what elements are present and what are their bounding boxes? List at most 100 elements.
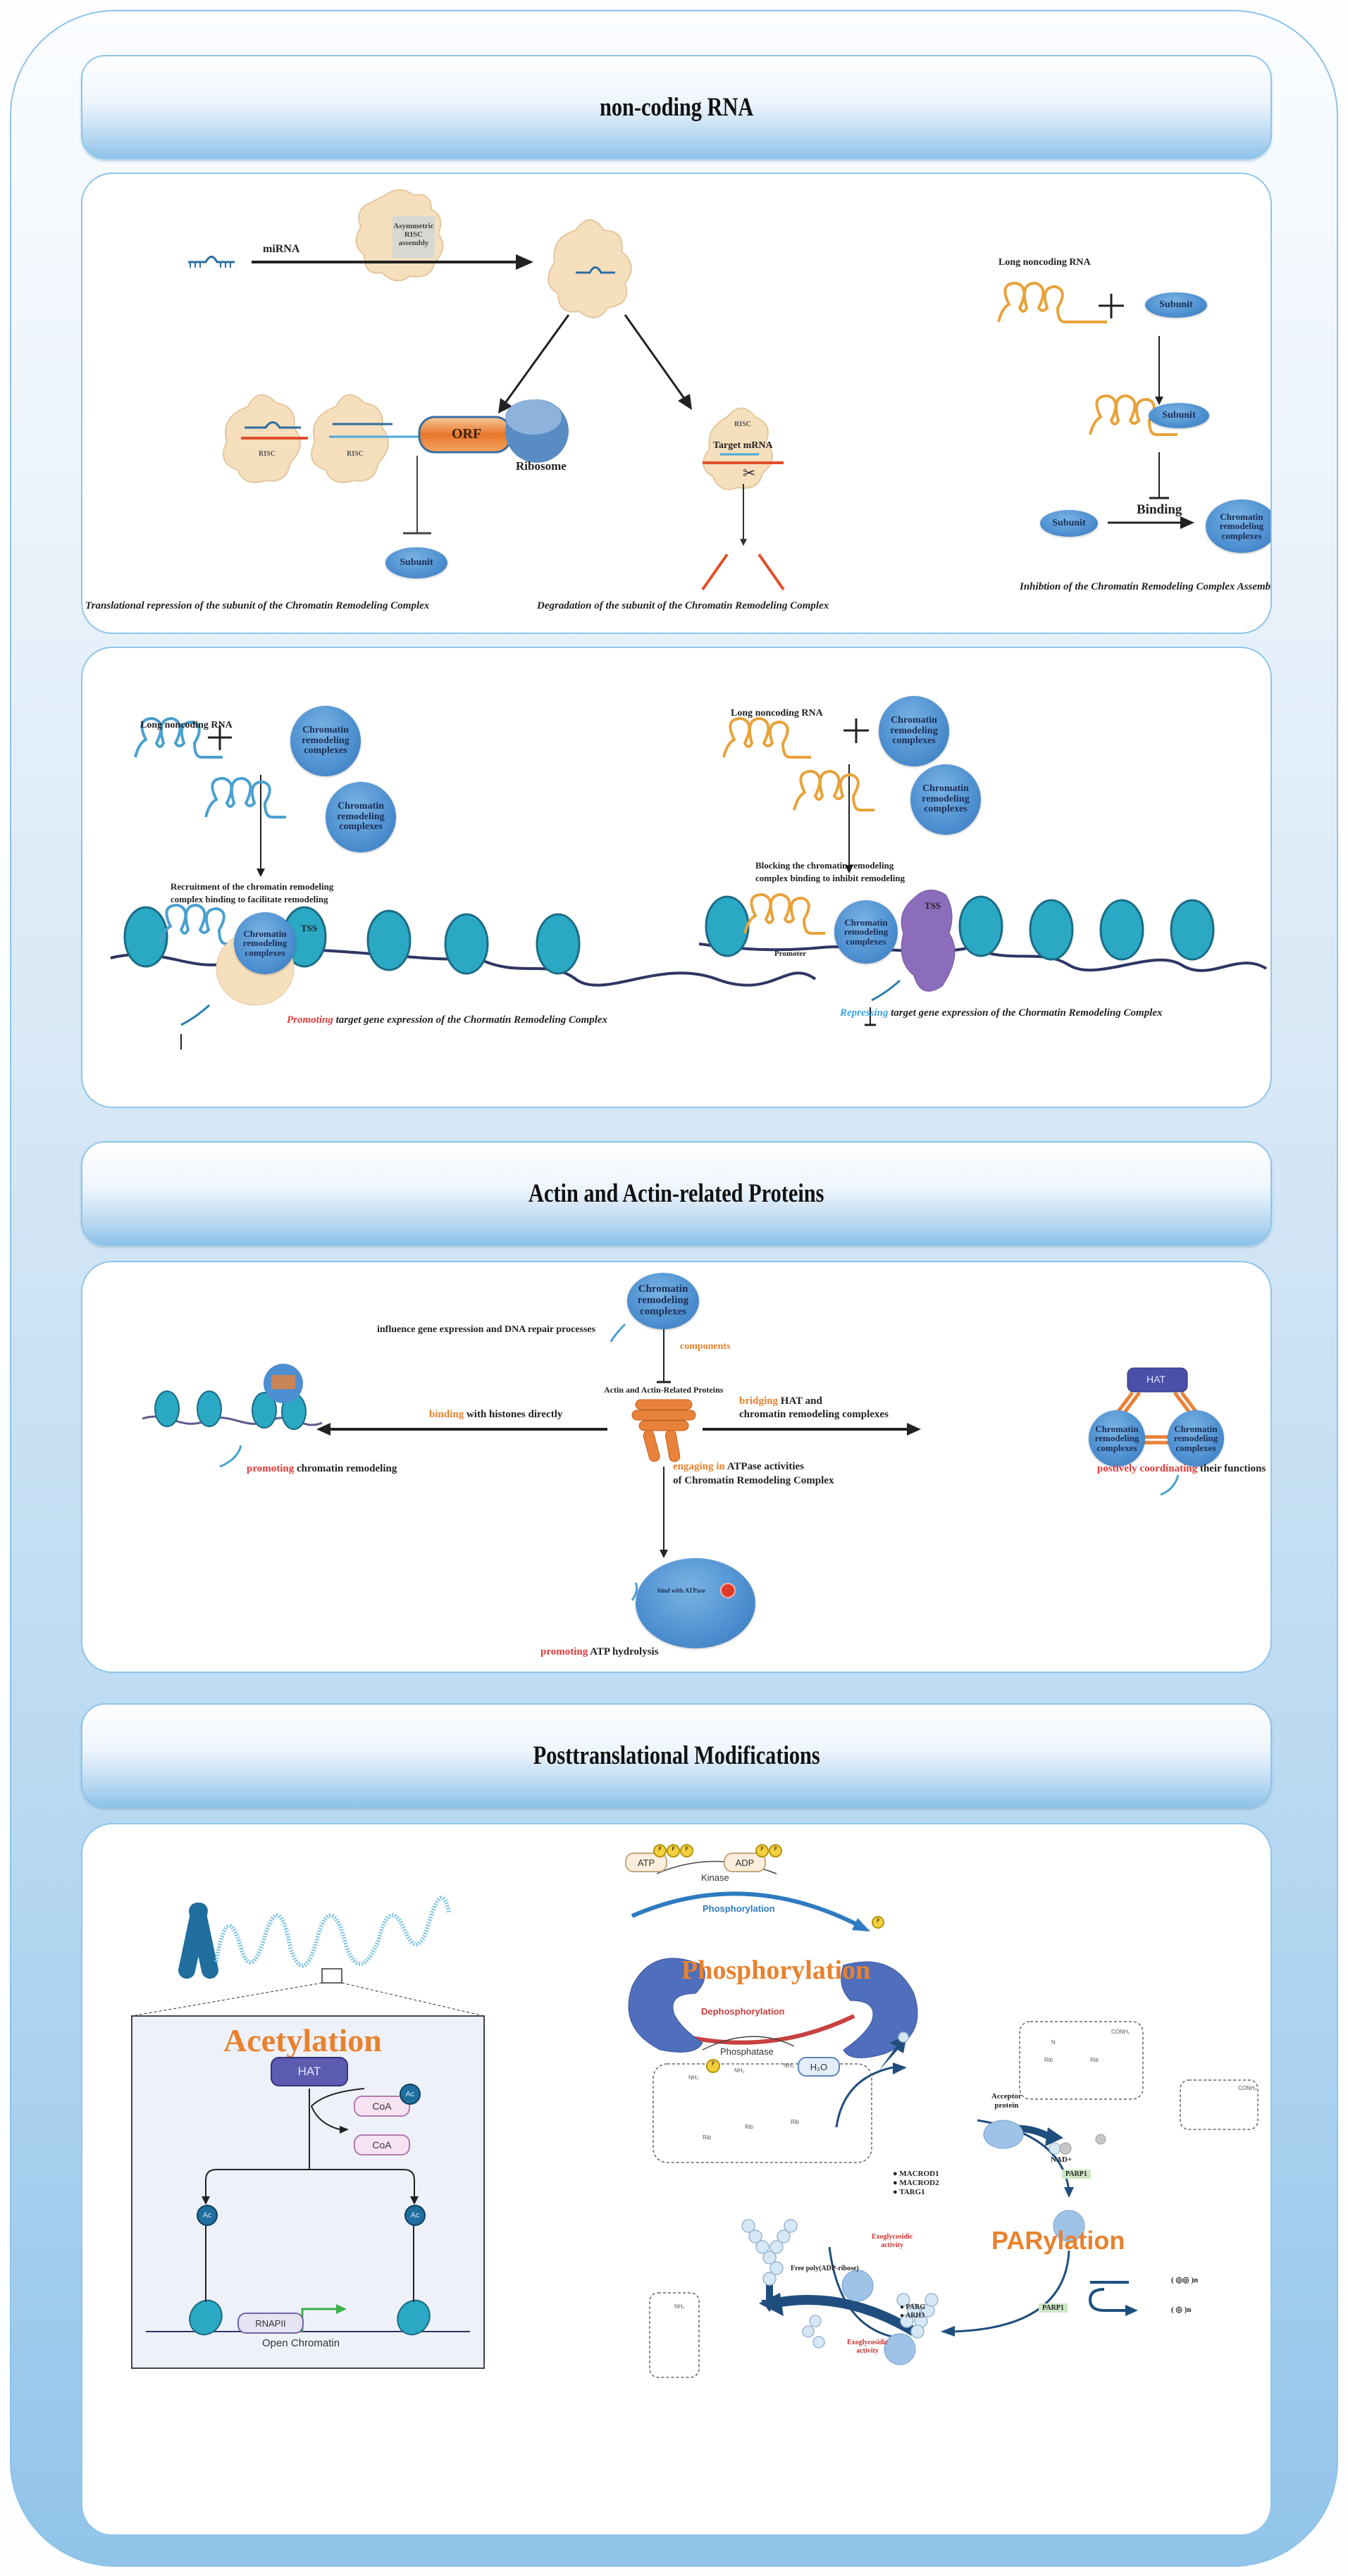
macrod-list: ● MACROD1 ● MACROD2 ● TARG1 <box>893 2170 939 2197</box>
phosphate-icon: P <box>680 1844 693 1858</box>
crc-circle-right: Chromatin remodeling complexes <box>1168 1410 1224 1467</box>
actin-diagram <box>142 1322 1204 1601</box>
dephosphorylation-label: Dephosphorylation <box>701 2006 785 2017</box>
subunit-ellipse: Subunit <box>385 547 447 578</box>
zoom-line-right <box>341 1982 485 2017</box>
ac-label: Ac <box>405 2090 415 2098</box>
engaging-word: engaging in <box>673 1461 725 1472</box>
section-header-actin: Actin and Actin-related Proteins <box>81 1141 1272 1245</box>
risc-blob-2 <box>311 394 389 483</box>
parg-item-label: ARH3 <box>905 2312 925 2320</box>
subunit-label: Subunit <box>1052 517 1086 528</box>
phosphate-icon: P <box>769 1844 782 1858</box>
parp1-badge: PARP1 <box>1039 2303 1068 2313</box>
lncrna-label: Long noncoding RNA <box>140 720 233 730</box>
caption-translational-repression: Translational repression of the subunit … <box>85 600 430 611</box>
crc-label: Chromatin remodeling complexes <box>242 928 287 958</box>
n-atom-label: N <box>1051 2039 1056 2046</box>
ncrna-panel-lncrna: Long noncoding RNA Chromatin remodeling … <box>81 647 1272 1108</box>
rib-label: Rib <box>1044 2057 1053 2063</box>
subunit-label: Subunit <box>1159 299 1193 310</box>
crc-label: Chromatin remodeling complexes <box>922 783 970 815</box>
subunit-ellipse: Subunit <box>1145 292 1207 318</box>
rib-label: Rib <box>703 2134 712 2141</box>
lncrna-label: Long noncoding RNA <box>998 257 1091 268</box>
atp-icon <box>720 1583 736 1598</box>
rib-label: Rib <box>745 2124 754 2130</box>
ncrna-panel-mirna: ✂ miRNA Asymmetric RISC assembly RISC RI… <box>81 173 1272 634</box>
macrod-item: ● TARG1 <box>893 2188 925 2196</box>
p-label: P <box>672 1846 675 1852</box>
crc-ellipse: Chromatin remodeling complexes <box>1206 499 1270 553</box>
bridging-rest: HAT and <box>778 1395 822 1407</box>
binding-word: binding <box>429 1409 464 1420</box>
nad-label: NAD+ <box>1051 2155 1072 2164</box>
risc-label-box <box>392 216 435 259</box>
actin-panel: Chromatin remodeling complexes influence… <box>81 1261 1272 1673</box>
target-mrna-label: Target mRNA <box>713 440 773 451</box>
rnapii-box: RNAPII <box>237 2313 304 2334</box>
p-label: P <box>760 1846 764 1852</box>
risc-loaded-blob <box>548 219 632 318</box>
phosphate-icon: P <box>755 1844 769 1858</box>
phosphorylation-arrow-label: Phosphorylation <box>703 1903 775 1914</box>
parg-list: ● PARG ● ARH3 <box>900 2303 925 2320</box>
kinase-label: Kinase <box>701 1872 729 1883</box>
ptm-panel: Acetylation HAT CoA Ac CoA Ac Ac RNAPII … <box>81 1823 1272 2536</box>
acceptor-line: Acceptor <box>991 2092 1022 2101</box>
crc-label: Chromatin remodeling complexes <box>843 916 889 947</box>
crc-label: Chromatin remodeling complexes <box>302 724 350 757</box>
blocking-line: Blocking the chromatin remodeling <box>755 860 894 871</box>
hat-box <box>1127 1367 1188 1393</box>
ac-badge: Ac <box>404 2205 426 2226</box>
rnapii-label: RNAPII <box>255 2317 286 2329</box>
open-chromatin-label: Open Chromatin <box>262 2337 340 2349</box>
exo-line: Exoglycosidic <box>847 2339 889 2346</box>
macrod-item-label: MACROD2 <box>899 2179 939 2187</box>
h2o-box: H₂O <box>798 2057 840 2077</box>
phosphate-icon: P <box>872 1916 884 1929</box>
crc-circle-left: Chromatin remodeling complexes <box>1089 1410 1145 1467</box>
bridging-word: bridging <box>739 1395 779 1407</box>
mirna-diagram: ✂ <box>188 189 1194 591</box>
ac-badge: Ac <box>400 2084 421 2105</box>
conh2-label: CONH₂ <box>1111 2029 1130 2035</box>
exo-line: Exoglycosidic <box>872 2233 913 2241</box>
repressor-icon <box>901 890 956 992</box>
bind-atpase-label: bind with ATPase <box>657 1587 705 1594</box>
structure-boxes <box>649 2021 1259 2378</box>
n-label-1: ( ◎◎ )n <box>1171 2276 1199 2284</box>
arrow-to-degradation <box>624 314 686 400</box>
phosphate-icon: P <box>653 1844 667 1858</box>
promoting-atp-text: promoting ATP hydrolysis <box>540 1646 659 1658</box>
caption-inhibition: Inhibtion of the Chromatin Remodeling Co… <box>1020 581 1272 592</box>
recruitment-line: Recruitment of the chromatin remodeling <box>171 881 334 892</box>
promoting-word: promoting <box>247 1463 295 1474</box>
crc-circle: Chromatin remodeling complexes <box>910 764 981 835</box>
rib-label: Rib <box>791 2119 800 2125</box>
p-label: P <box>876 1917 880 1924</box>
lncrna-icon <box>134 716 223 759</box>
subunit-ellipse-bound: Subunit <box>1149 403 1209 428</box>
repressing-caption: Repressing target gene expression of the… <box>840 1007 1163 1019</box>
promoting-word: Promoting <box>287 1014 333 1026</box>
binding-label: Binding <box>1137 502 1182 517</box>
crc-label: Chromatin remodeling complexes <box>637 1283 689 1317</box>
crc-label: Chromatin remodeling complexes <box>890 714 938 747</box>
crc-circle: Chromatin remodeling complexes <box>879 696 949 766</box>
scissors-icon: ✂ <box>743 464 755 482</box>
ptm-diagram <box>131 1860 1259 2378</box>
mirna-ticks-icon <box>190 262 231 268</box>
p-label: P <box>774 1846 777 1852</box>
hat-label: HAT <box>297 2065 321 2078</box>
actin-center-label: Actin and Actin-Related Proteins <box>604 1385 724 1395</box>
tss-label: TSS <box>925 900 941 911</box>
h2o-label: H₂O <box>810 2061 828 2072</box>
chromatin-fiber <box>214 1896 451 1968</box>
macrod-item: ● MACROD2 <box>893 2179 939 2187</box>
atp-label: ATP <box>637 1857 655 1868</box>
phosphate-icon: P <box>667 1844 680 1858</box>
nucleosomes <box>154 1390 307 1430</box>
